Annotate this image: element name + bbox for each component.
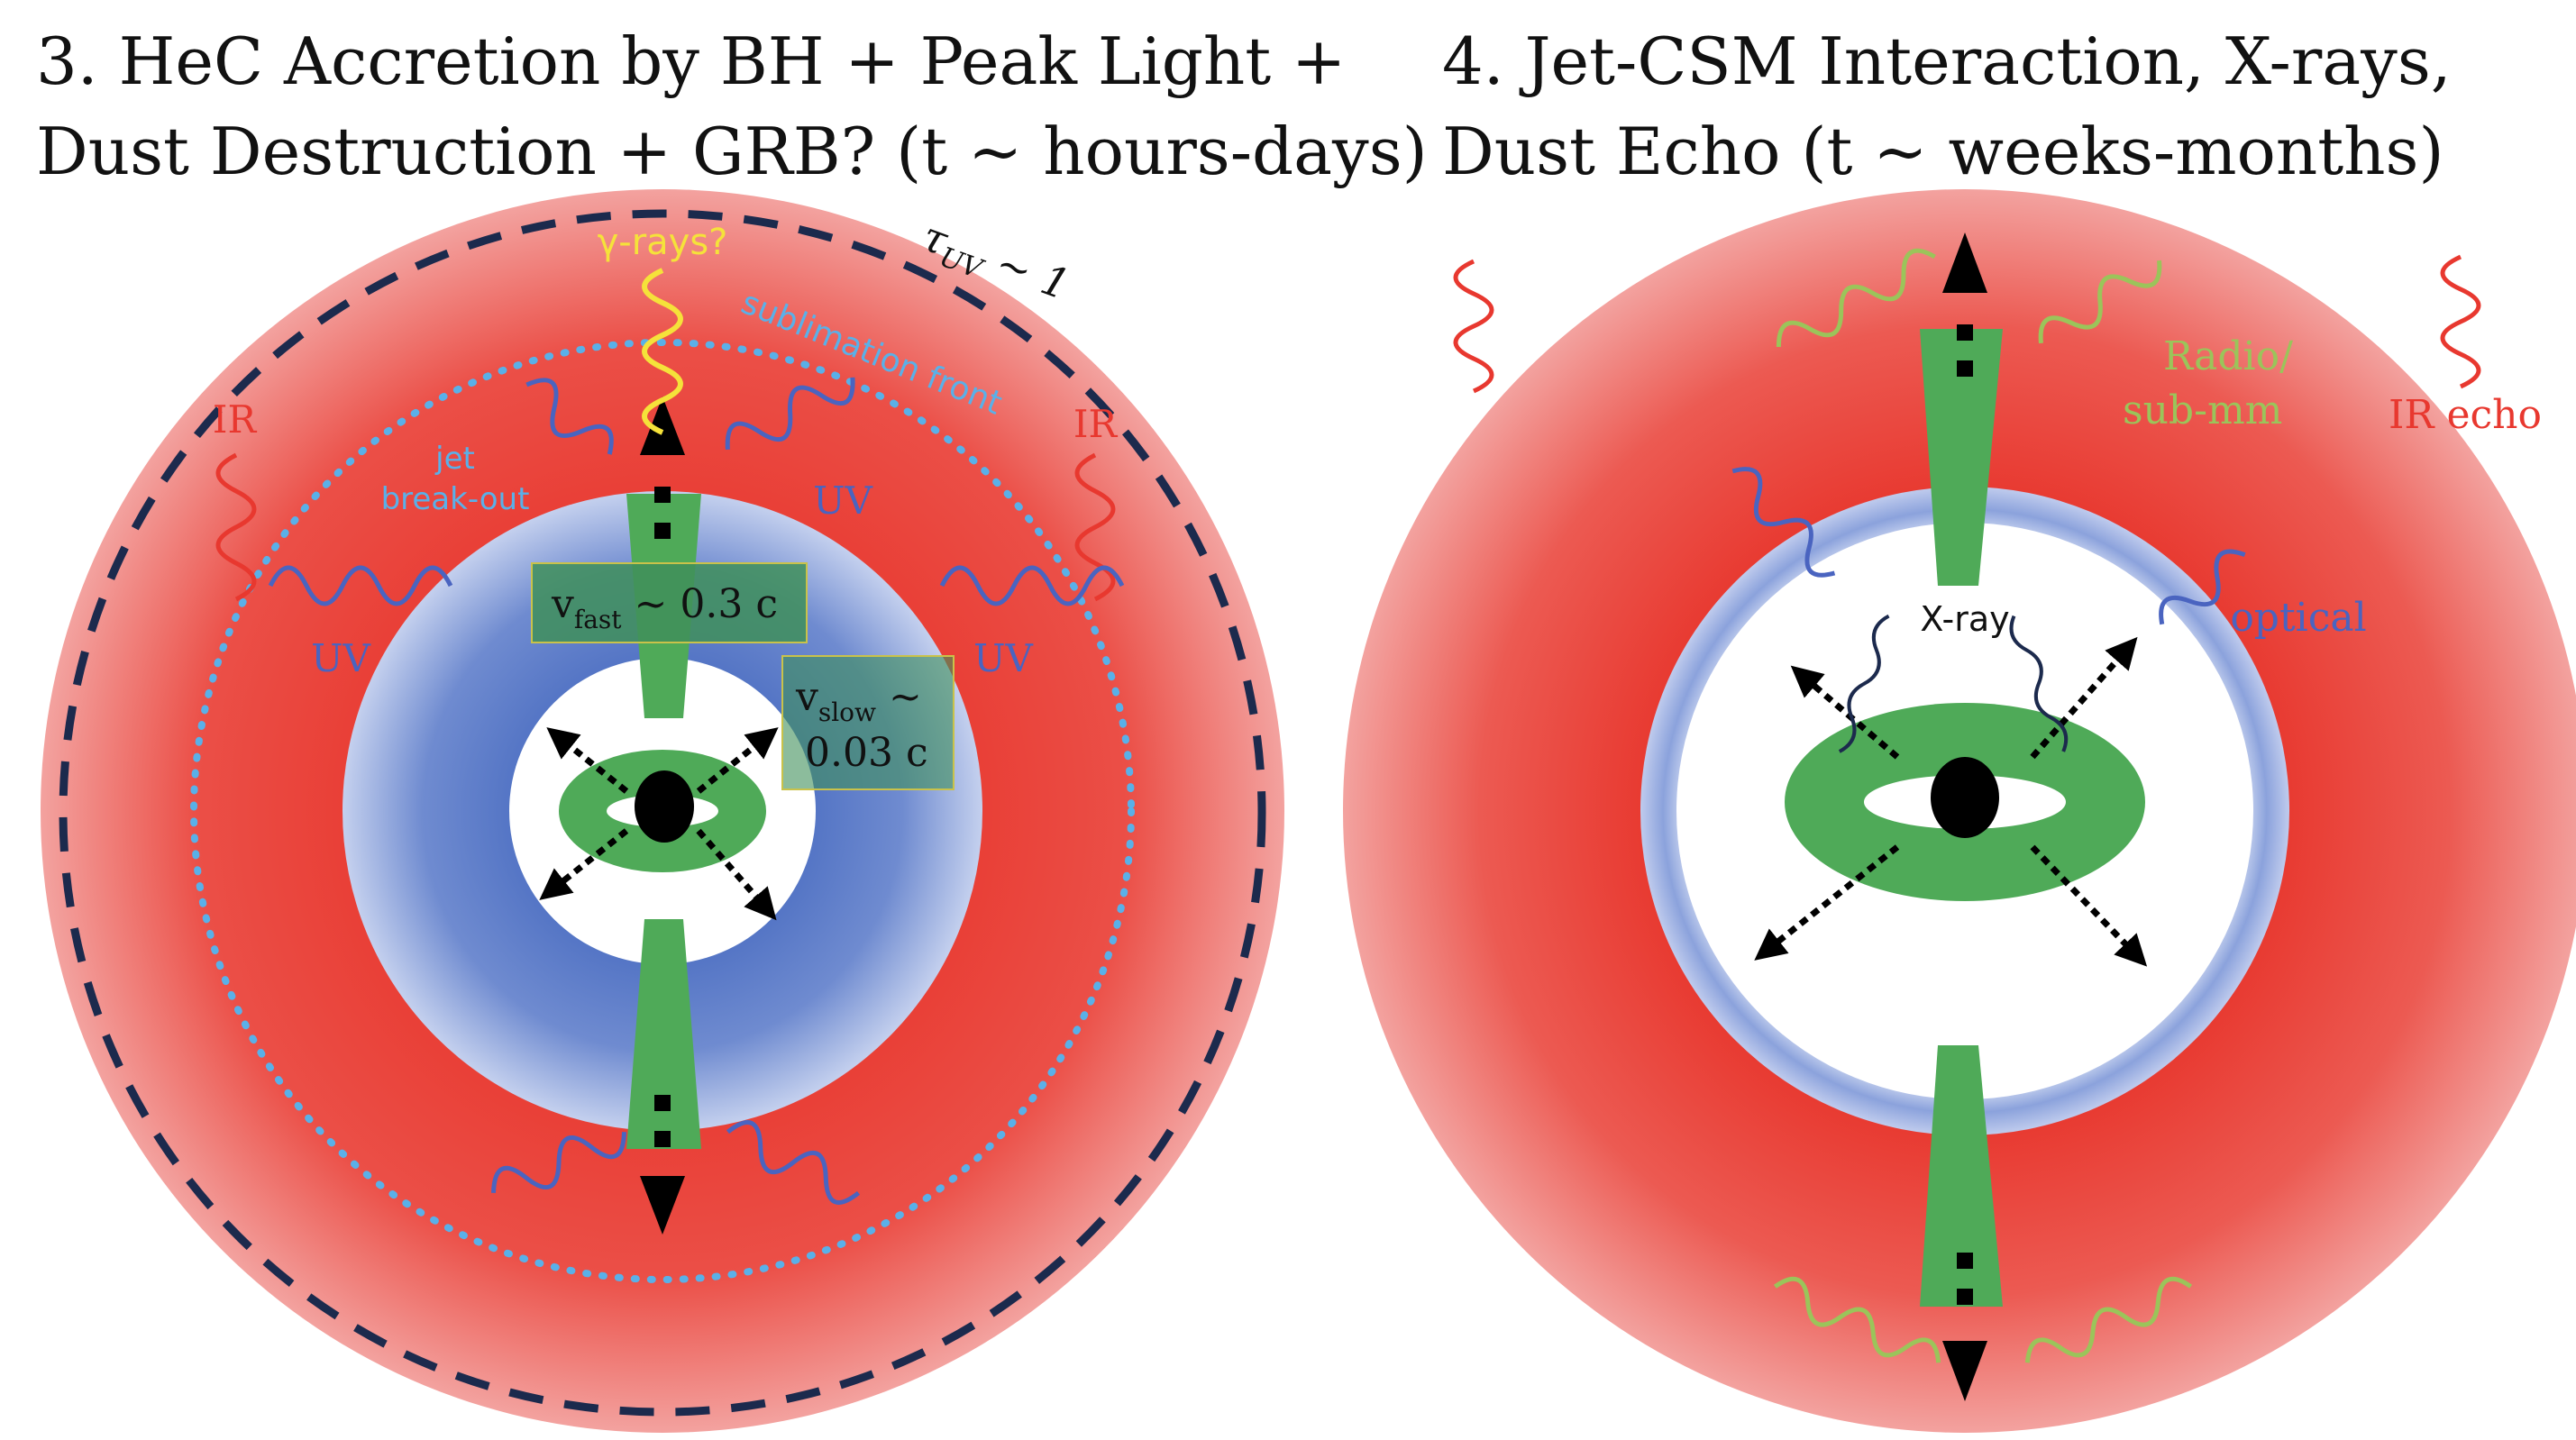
gamma-rays-label: γ-rays? (598, 222, 728, 263)
radio-wave-bottom-left (1773, 1276, 1941, 1363)
x-ray-wave-left (1838, 614, 1890, 753)
jet-arrow-upper (640, 396, 685, 539)
v-slow-label-line2: 0.03 c (805, 730, 928, 776)
tau-uv-label: τUV ~ 1 (914, 212, 1076, 315)
radio-label-line2: sub-mm (2123, 387, 2282, 433)
ir-echo-label: IR echo (2389, 392, 2542, 438)
panel-4-diagram: X-ray optical Radio/ sub-mm IR echo (1343, 189, 2576, 1433)
jet-breakout-label-line2: break-out (381, 481, 530, 517)
ir-echo-wave-right (2440, 254, 2481, 389)
radio-wave-bottom-right (2024, 1276, 2193, 1363)
uv-wave-breakout-left (525, 378, 614, 455)
jet-arrow-upper-right (1942, 232, 1987, 377)
uv-wave-right (939, 565, 1125, 606)
jet-arrow-lower (640, 1095, 685, 1235)
ir-echo-wave-left (1453, 259, 1494, 394)
jet-lower-right (1920, 1045, 2003, 1307)
uv-label-upper: UV (813, 478, 872, 523)
black-hole (635, 770, 694, 843)
ir-wave-left (215, 452, 257, 602)
radio-wave-top-right (2038, 260, 2162, 344)
panel-4-title: 4. Jet-CSM Interaction, X-rays, Dust Ech… (1442, 23, 2452, 189)
uv-wave-breakout-right (725, 377, 855, 450)
jet-arrow-lower-right (1942, 1253, 1987, 1401)
slow-outflow-arrows (539, 727, 779, 921)
uv-wave-lower-left (490, 1132, 627, 1193)
x-ray-label: X-ray (1920, 599, 2009, 639)
v-slow-label-line1: vslow ~ (795, 674, 922, 727)
jet-breakout-label-line1: jet (434, 441, 475, 477)
v-slow-box (781, 655, 955, 790)
ir-wave-right (1074, 452, 1116, 602)
ir-label-left: IR (213, 397, 258, 442)
gamma-ray-wave (642, 268, 683, 435)
optical-label: optical (2230, 595, 2366, 641)
optical-wave-left (1731, 467, 1836, 578)
v-fast-label: vfast ~ 0.3 c (551, 581, 778, 634)
uv-wave-lower-right (726, 1120, 861, 1205)
radio-wave-top-left (1776, 248, 1936, 348)
sublimation-front-dotted-ring (190, 339, 1135, 1283)
x-ray-wave-right (2009, 615, 2069, 752)
ir-label-right: IR (1073, 402, 1119, 446)
jet-lower (626, 919, 701, 1149)
uv-wave-left (268, 565, 453, 606)
v-fast-box (531, 562, 808, 643)
panel-3-diagram: γ-rays? τUV ~ 1 sublimation front jet br… (41, 189, 1284, 1433)
jet-upper-right (1920, 329, 2003, 586)
uv-label-left: UV (311, 636, 370, 680)
black-hole-right (1931, 757, 1999, 838)
radio-label-line1: Radio/ (2163, 333, 2293, 379)
optical-wave-right (2159, 549, 2246, 625)
uv-label-right: UV (973, 636, 1033, 680)
panel-3-title: 3. HeC Accretion by BH + Peak Light + Du… (36, 23, 1428, 189)
tau-uv-dashed-ring (59, 209, 1266, 1417)
